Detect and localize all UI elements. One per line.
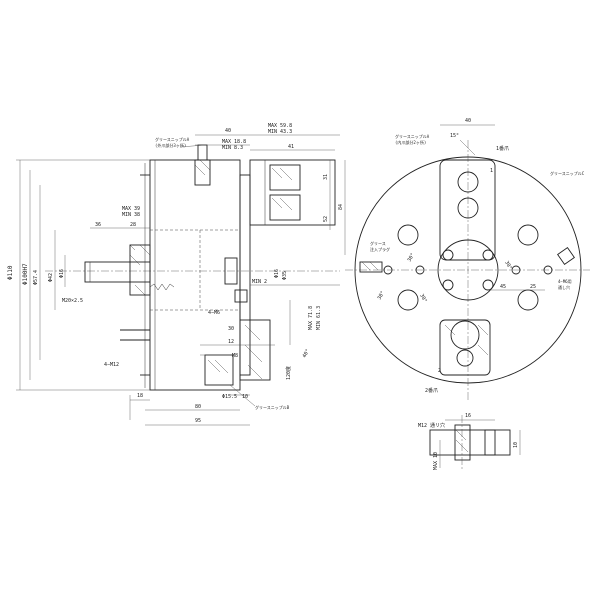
dim-max18-8: MAX 18.8	[222, 139, 246, 145]
dim-max71-8: MAX 71.8	[308, 306, 314, 330]
jaw-1	[439, 159, 496, 261]
dim-max39: MAX 39	[122, 206, 140, 212]
dim-12: 12	[228, 339, 234, 345]
label-grease-plug-1: グリース	[370, 240, 386, 246]
drawbar	[84, 261, 151, 283]
dim-10-detail: 10	[513, 442, 519, 448]
front-view: 40 15° グリースニップルA (内爪部分2ヶ所) 1番爪 1 グリースニップ…	[345, 118, 590, 400]
dim-52: 52	[323, 216, 329, 222]
upper-jaw	[249, 159, 336, 226]
dim-41: 41	[288, 144, 294, 150]
label-num2: 2	[438, 368, 441, 374]
dim-d35: Φ35	[282, 271, 288, 280]
dim-d100h7: Φ100H7	[22, 263, 29, 285]
label-grease-a-note-front: (内爪部分2ヶ所)	[395, 139, 426, 145]
label-hole-note-2: 通し穴	[558, 284, 570, 290]
dim-max59-8: MAX 59.8	[268, 123, 292, 129]
dim-31: 31	[323, 174, 329, 180]
dim-45: 45	[500, 284, 506, 290]
dim-28: 28	[130, 222, 136, 228]
side-view: Φ110 Φ100H7 Φ57.4 Φ42 Φ16 Φ35 Φ16 36 28 …	[7, 123, 346, 426]
dim-min43-3: MIN 43.3	[268, 129, 292, 135]
label-m12-detail: M12 通リ穴	[418, 422, 445, 429]
dim-16-detail: 16	[465, 413, 471, 419]
label-grease-a-note-side: (外爪部分3ヶ所)	[155, 142, 186, 148]
dim-36: 36	[95, 222, 101, 228]
label-m8: M8	[232, 353, 238, 359]
label-m12: 4−M12	[104, 362, 119, 368]
dim-30: 30	[228, 326, 234, 332]
dim-10-side: 10	[242, 394, 248, 400]
dim-angle-38: 38°	[377, 290, 387, 301]
jaw-2	[439, 319, 491, 376]
label-m6: 4−M6	[208, 310, 220, 316]
dim-min8-3: MIN 8.3	[222, 145, 243, 151]
label-jaw1: 1番爪	[496, 145, 509, 152]
dim-40-front: 40	[465, 118, 471, 124]
label-grease-plug-2: 注入プラグ	[370, 246, 390, 252]
dim-120deg: 120度	[285, 366, 292, 380]
dim-18: 18	[137, 393, 143, 399]
dim-d16b: Φ16	[274, 269, 280, 278]
dim-d16: Φ16	[59, 269, 65, 278]
dim-40-side: 40	[225, 128, 231, 134]
dim-angle-30a: 30°	[407, 252, 417, 263]
jaw-detail: M12 通リ穴 16 10 MAX 10	[418, 413, 521, 470]
label-num1: 1	[490, 168, 493, 174]
dim-max10-detail: MAX 10	[433, 452, 439, 470]
dim-angle-40: 40°	[302, 348, 312, 359]
dim-d110: Φ110	[7, 265, 14, 280]
label-jaw2: 2番爪	[425, 387, 438, 394]
dim-min2: MIN 2	[252, 279, 267, 285]
label-grease-c: グリースニップルC	[550, 170, 585, 176]
dim-angle-15: 15°	[450, 133, 459, 139]
dim-d42: Φ42	[48, 273, 54, 282]
dim-min38: MIN 38	[122, 212, 140, 218]
dim-min61-3: MIN 61.3	[316, 306, 322, 330]
label-grease-a-front: グリースニップルA	[395, 133, 430, 139]
dim-angle-30c: 30°	[503, 260, 513, 271]
label-hole-note-1: 4−M6用	[558, 279, 572, 284]
dim-d57-4: Φ57.4	[33, 270, 39, 285]
center-bore	[437, 239, 499, 301]
dim-80: 80	[195, 404, 201, 410]
dim-84: 84	[338, 204, 344, 210]
dim-angle-30b: 30°	[418, 293, 428, 304]
dim-25: 25	[530, 284, 536, 290]
front-plate	[239, 174, 251, 376]
label-m20: M20×2.5	[62, 298, 83, 304]
chuck-body-outline	[149, 159, 241, 391]
dim-95: 95	[195, 418, 201, 424]
label-grease-b: グリースニップルB	[255, 404, 290, 410]
dim-d15-5: Φ15.5	[222, 394, 237, 400]
label-grease-a-side: グリースニップルA	[155, 136, 190, 142]
